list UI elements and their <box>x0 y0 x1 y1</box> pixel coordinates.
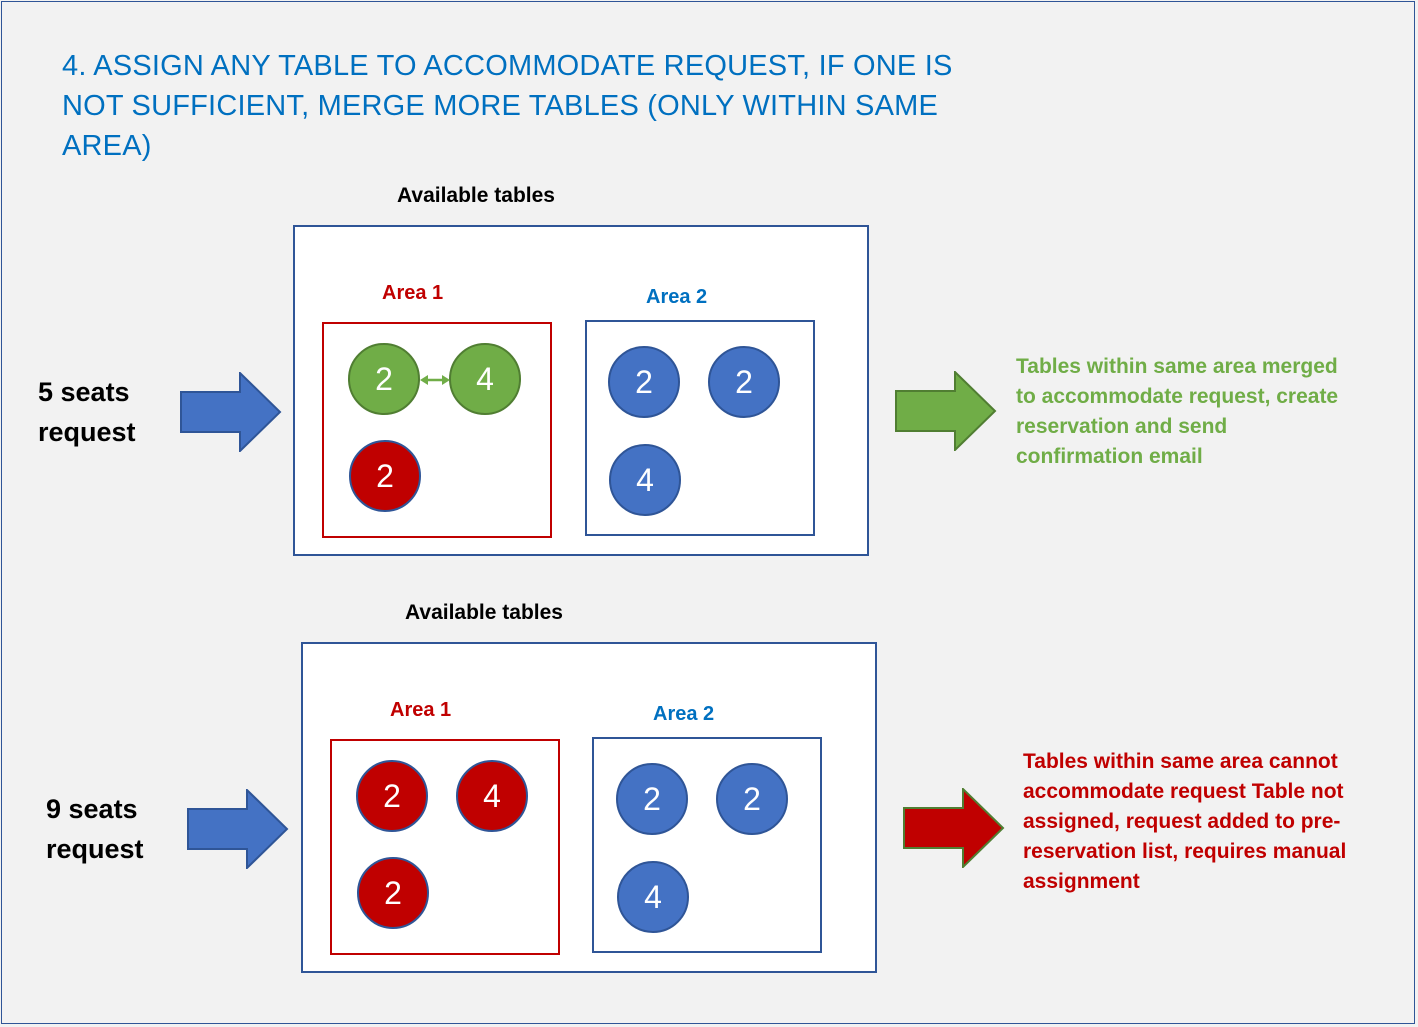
scenario-1: 5 seats request Available tables Area 1 … <box>0 0 1418 556</box>
area-2-label: Area 2 <box>646 286 708 308</box>
table: 2 <box>349 440 421 512</box>
available-tables-label: Available tables <box>397 184 555 207</box>
table: 4 <box>617 861 689 933</box>
table: 2 <box>608 346 680 418</box>
table-merged: 4 <box>449 343 521 415</box>
page-title: 4. ASSIGN ANY TABLE TO ACCOMMODATE REQUE… <box>62 50 953 162</box>
available-tables-label: Available tables <box>405 601 563 624</box>
seats-request-label: 9 seats request <box>46 794 144 864</box>
table-merged: 2 <box>348 343 420 415</box>
table: 4 <box>609 444 681 516</box>
seats-request-label: 5 seats request <box>38 377 136 447</box>
result-message: Tables within same area cannot accommoda… <box>1023 750 1347 893</box>
table: 2 <box>616 763 688 835</box>
table: 2 <box>716 763 788 835</box>
blue-arrow-icon <box>180 372 282 452</box>
green-arrow-icon <box>895 371 997 451</box>
merge-double-arrow-icon <box>420 375 450 385</box>
scenario-2: 9 seats request Available tables Area 1 … <box>0 0 1418 973</box>
result-message: Tables within same area merged to accomm… <box>1016 355 1339 468</box>
area-1-label: Area 1 <box>382 282 444 304</box>
table: 4 <box>456 760 528 832</box>
area-2-label: Area 2 <box>653 703 715 725</box>
table: 2 <box>708 346 780 418</box>
area-1-label: Area 1 <box>390 699 452 721</box>
table: 2 <box>357 857 429 929</box>
blue-arrow-icon <box>187 789 289 869</box>
table: 2 <box>356 760 428 832</box>
red-arrow-icon <box>903 788 1005 868</box>
